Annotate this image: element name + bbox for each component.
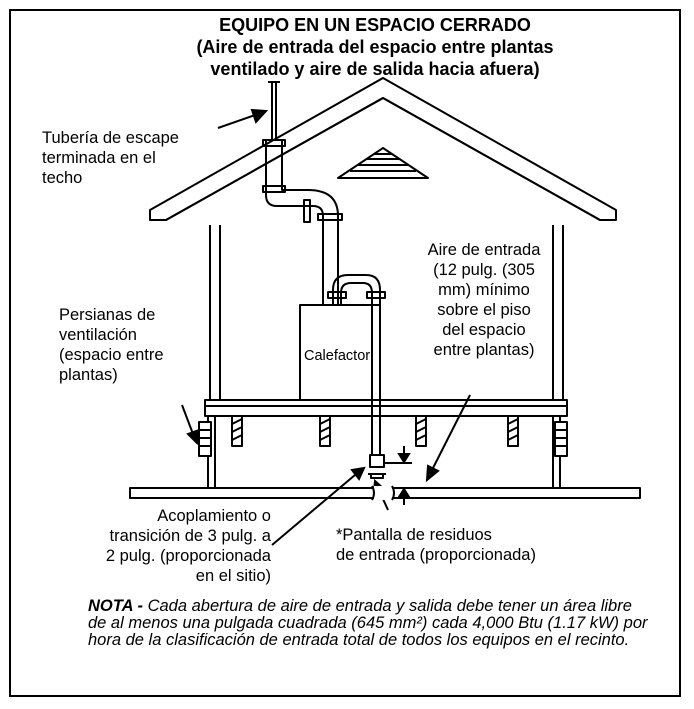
diagram-border: [9, 9, 681, 697]
gable-vent: [337, 147, 429, 179]
exhaust-label: Tubería de escape terminada en el techo: [42, 129, 179, 187]
inlet-label: Aire de entrada (12 pulg. (305 mm) mínim…: [427, 241, 541, 359]
joist-hatches: [231, 415, 519, 447]
louver-left: [198, 421, 212, 457]
note-prefix: NOTA -: [88, 597, 148, 615]
diagram-title: EQUIPO EN UN ESPACIO CERRADO (Aire de en…: [196, 15, 554, 79]
floor-deck: [204, 399, 568, 417]
exhaust-pipe: [262, 81, 343, 305]
screen-label: *Pantalla de residuos de entrada (propor…: [336, 526, 536, 564]
louver-right: [554, 421, 568, 457]
coupling-label: Acoplamiento o transición de 3 pulg. a 2…: [105, 507, 271, 585]
furnace-label: Calefactor: [304, 348, 371, 364]
note-body: Cada abertura de aire de entrada y salid…: [88, 597, 648, 649]
note-text: NOTA - Cada abertura de aire de entrada …: [88, 598, 648, 649]
roof-inner: [165, 97, 601, 221]
louvers-label: Persianas de ventilación (espacio entre …: [59, 306, 164, 384]
intake-pipe: [327, 274, 386, 479]
